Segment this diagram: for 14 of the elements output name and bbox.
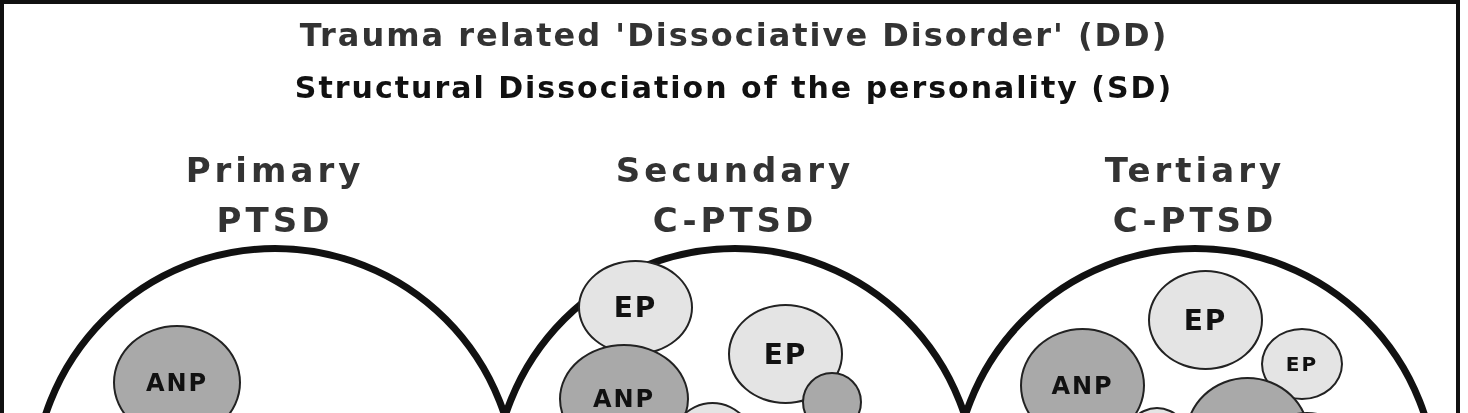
group-heading: Primary bbox=[185, 149, 365, 192]
group-heading: C-PTSD bbox=[1112, 199, 1278, 242]
ego-state-circle: ANP bbox=[1020, 328, 1145, 413]
title: Trauma related 'Dissociative Disorder' (DD) bbox=[299, 16, 1169, 54]
group-heading: Tertiary bbox=[1104, 149, 1286, 192]
ego-state-circle: EP bbox=[728, 304, 843, 404]
ego-state-circle: ANP bbox=[559, 344, 689, 413]
group-heading: C-PTSD bbox=[652, 199, 818, 242]
group-heading: Secundary bbox=[615, 149, 855, 192]
ego-state-circle: EP bbox=[1261, 328, 1343, 400]
ego-state-circle: ANP bbox=[113, 325, 241, 413]
group-heading: PTSD bbox=[216, 199, 334, 242]
ego-state-circle: EP bbox=[1148, 270, 1263, 370]
subtitle: Structural Dissociation of the personality (SD) bbox=[294, 70, 1174, 105]
